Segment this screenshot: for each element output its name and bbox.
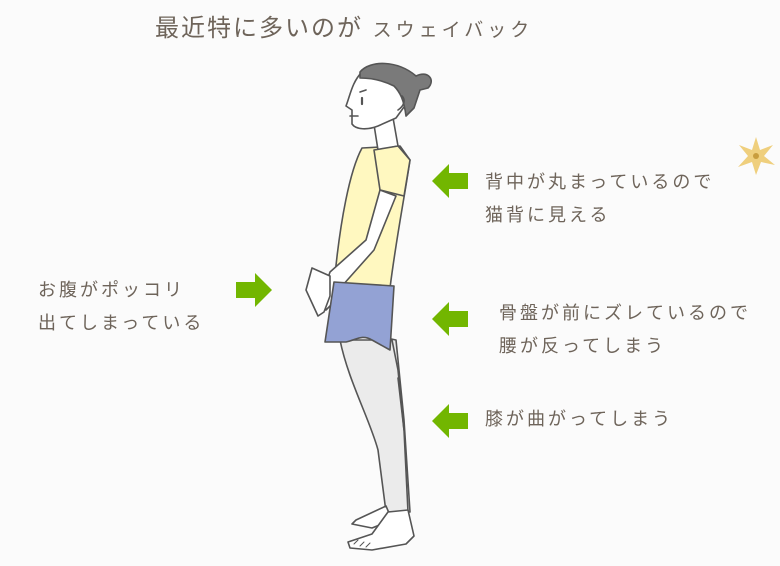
- label-pelvis-line1: 骨盤が前にズレているので: [499, 303, 751, 324]
- label-belly: お腹がポッコリ 出てしまっている: [38, 274, 204, 340]
- title-main: 最近特に多いのが: [155, 14, 363, 42]
- title-emphasis: スウェイバック: [372, 19, 534, 41]
- label-knee: 膝が曲がってしまう: [485, 403, 673, 436]
- label-back-line1: 背中が丸まっているので: [485, 172, 715, 193]
- label-back-line2: 猫背に見える: [485, 205, 611, 226]
- label-pelvis-line2: 腰が反ってしまう: [499, 336, 667, 357]
- label-belly-line1: お腹がポッコリ: [38, 280, 185, 301]
- label-knee-line1: 膝が曲がってしまう: [485, 409, 674, 430]
- arrow-right-icon: [236, 273, 272, 307]
- flower-icon: [738, 137, 775, 175]
- arrow-left-icon: [432, 164, 468, 198]
- page-title: 最近特に多いのが スウェイバック: [155, 8, 533, 43]
- label-pelvis: 骨盤が前にズレているので 腰が反ってしまう: [499, 297, 751, 363]
- arrow-left-icon: [432, 302, 468, 336]
- label-back: 背中が丸まっているので 猫背に見える: [485, 166, 714, 232]
- label-belly-line2: 出てしまっている: [38, 313, 205, 334]
- arrow-left-icon: [432, 404, 468, 438]
